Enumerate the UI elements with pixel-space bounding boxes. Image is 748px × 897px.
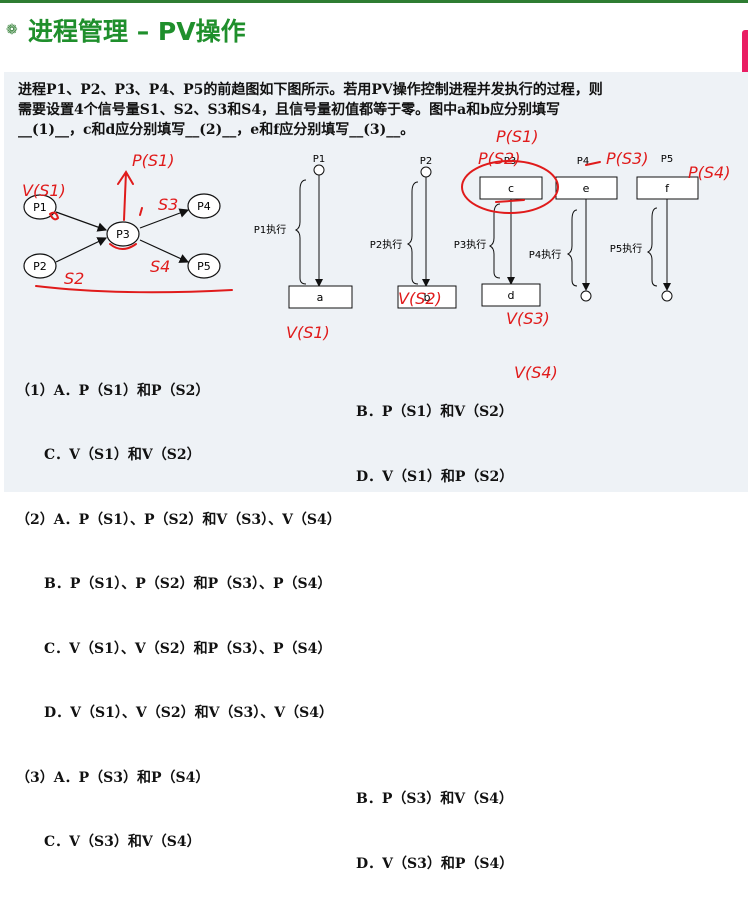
top-accent-bar (0, 0, 748, 3)
option-3b[interactable]: B．P（S3）和V（S4） (356, 791, 513, 807)
slide-header: ❁ 进程管理 – PV操作 (0, 8, 246, 52)
option-row: D．V（S1）、V（S2）和V（S3）、V（S4） (16, 682, 333, 721)
diagram-layer: P1 P2 P3 P4 P5 P1 P1执行 a P2 P2执行 b P3 c … (22, 127, 730, 382)
hand-s4: S4 (150, 257, 170, 276)
option-2a[interactable]: （2）A．P（S1）、P（S2）和V（S3）、V（S4） (16, 511, 341, 528)
flow-exec-p4: P4执行 (529, 248, 561, 261)
node-p1-label: P1 (33, 201, 47, 214)
flow-exec-p2: P2执行 (370, 238, 402, 251)
box-d (481, 283, 541, 307)
node-p5-label: P5 (197, 260, 211, 273)
question-line-2: 需要设置4个信号量S1、S2、S3和S4，且信号量初值都等于零。图中a和b应分别… (18, 102, 561, 118)
box-f-label: f (665, 182, 670, 195)
option-row: C．V（S3）和V（S4） D．V（S3）和P（S4） (16, 811, 513, 872)
option-2d[interactable]: D．V（S1）、V（S2）和V（S3）、V（S4） (16, 705, 333, 721)
box-e-label: e (583, 182, 590, 195)
option-1b[interactable]: B．P（S1）和V（S2） (356, 404, 513, 420)
hand-p-s2-right: P(S2) (478, 149, 520, 168)
flow-end-p5 (661, 290, 673, 302)
box-a-label: a (317, 291, 324, 304)
edge-p1-p3 (55, 211, 108, 232)
option-2b[interactable]: B．P（S1）、P（S2）和P（S3）、P（S4） (16, 576, 332, 592)
option-2c[interactable]: C．V（S1）、V（S2）和P（S3）、P（S4） (16, 640, 332, 657)
hand-underline-c (495, 199, 525, 203)
leaf-bullet-icon: ❁ (6, 22, 18, 38)
hand-p-s3: P(S3) (606, 149, 648, 168)
box-c-label: c (508, 182, 514, 195)
hand-v-s3: V(S3) (506, 309, 550, 328)
precedence-graph: P1 P2 P3 P4 P5 (23, 193, 221, 279)
question-line-1: 进程P1、P2、P3、P4、P5的前趋图如下图所示。若用PV操作控制进程并发执行… (18, 82, 603, 98)
hand-mark-p4 (585, 161, 601, 166)
edge-p3-p5 (139, 239, 190, 263)
box-b (397, 285, 457, 309)
flow-start-p1 (313, 164, 325, 176)
option-1a[interactable]: （1）A．P（S1）和P（S2） (16, 382, 210, 399)
option-row: C．V（S1）和V（S2） D．V（S1）和P（S2） (16, 424, 513, 485)
option-row: （1）A．P（S1）和P（S2） B．P（S1）和V（S2） (16, 359, 513, 421)
box-b-label: b (424, 291, 431, 304)
answer-options: （1）A．P（S1）和P（S2） B．P（S1）和V（S2） C．V（S1）和V… (16, 316, 513, 872)
edge-p3-p4 (139, 208, 190, 229)
node-p5 (187, 253, 221, 279)
flow-end-p4 (580, 290, 592, 302)
node-p2 (23, 253, 57, 279)
hand-circle-c (461, 160, 559, 214)
node-p3 (106, 221, 140, 247)
hand-v-s1-left: V(S1) (22, 181, 66, 200)
option-row: （3）A．P（S3）和P（S4） B．P（S3）和V（S4） (16, 746, 513, 808)
hand-s2: S2 (64, 269, 84, 288)
option-row: C．V（S1）、V（S2）和P（S3）、P（S4） (16, 617, 331, 657)
flow-proc-p2: P2 (420, 156, 432, 167)
content-card (4, 72, 748, 492)
option-row: B．P（S1）、P（S2）和P（S3）、P（S4） (16, 553, 331, 592)
handwriting-text: P(S1) V(S1) S3 S4 S2 V(S1) V(S2) P(S1) P… (22, 127, 730, 382)
flow-brace-p1 (294, 179, 307, 285)
flow-brace-p3 (488, 203, 501, 279)
hand-curve-p3 (109, 243, 137, 250)
node-p2-label: P2 (33, 260, 47, 273)
flow-exec-p1: P1执行 (254, 223, 286, 236)
flow-exec-p5: P5执行 (610, 242, 642, 255)
hand-underline (35, 285, 233, 294)
hand-v-s4: V(S4) (514, 363, 558, 382)
question-text: 进程P1、P2、P3、P4、P5的前趋图如下图所示。若用PV操作控制进程并发执行… (18, 80, 743, 140)
slide-title: 进程管理 – PV操作 (28, 17, 246, 46)
option-3a[interactable]: （3）A．P（S3）和P（S4） (16, 769, 210, 786)
hand-arrow-up (117, 170, 134, 221)
hand-v-s1-bottom: V(S1) (286, 323, 330, 342)
option-3c[interactable]: C．V（S3）和V（S4） (16, 834, 201, 850)
edge-p2-p3 (55, 237, 108, 263)
box-d-label: d (508, 289, 515, 302)
hand-p-s4: P(S4) (688, 163, 730, 182)
hand-circle-p1 (49, 211, 60, 221)
flow-proc-p4: P4 (577, 156, 589, 167)
flow-brace-p2 (406, 181, 419, 285)
hand-s3: S3 (158, 195, 178, 214)
flow-brace-p5 (646, 207, 658, 287)
question-line-3: __(1)__，c和d应分别填写__(2)__，e和f应分别填写__(3)__。 (18, 122, 415, 138)
node-p4 (187, 193, 221, 219)
flow-start-p2 (420, 166, 432, 178)
flow-exec-p3: P3执行 (454, 238, 486, 251)
node-p4-label: P4 (197, 200, 211, 213)
hand-v-s2: V(S2) (398, 289, 442, 308)
handwriting-annotations (35, 160, 601, 294)
flow-proc-p1: P1 (313, 154, 325, 165)
node-p1 (23, 194, 57, 220)
hand-tick (139, 207, 143, 216)
flow-diagram: P1 P1执行 a P2 P2执行 b P3 c P3执行 d P4 e P4执… (254, 154, 699, 309)
hand-p-s1-right: P(S1) (496, 127, 538, 146)
option-1c[interactable]: C．V（S1）和V（S2） (16, 447, 201, 463)
hand-p-s1-top: P(S1) (132, 151, 174, 170)
option-3d[interactable]: D．V（S3）和P（S4） (356, 855, 514, 872)
flow-brace-p4 (566, 209, 578, 287)
flow-proc-p5: P5 (661, 154, 673, 165)
box-a (288, 285, 353, 309)
side-tab[interactable] (742, 30, 748, 90)
option-1d[interactable]: D．V（S1）和P（S2） (356, 468, 514, 485)
option-row: （2）A．P（S1）、P（S2）和V（S3）、V（S4） (16, 488, 341, 528)
node-p3-label: P3 (116, 228, 130, 241)
